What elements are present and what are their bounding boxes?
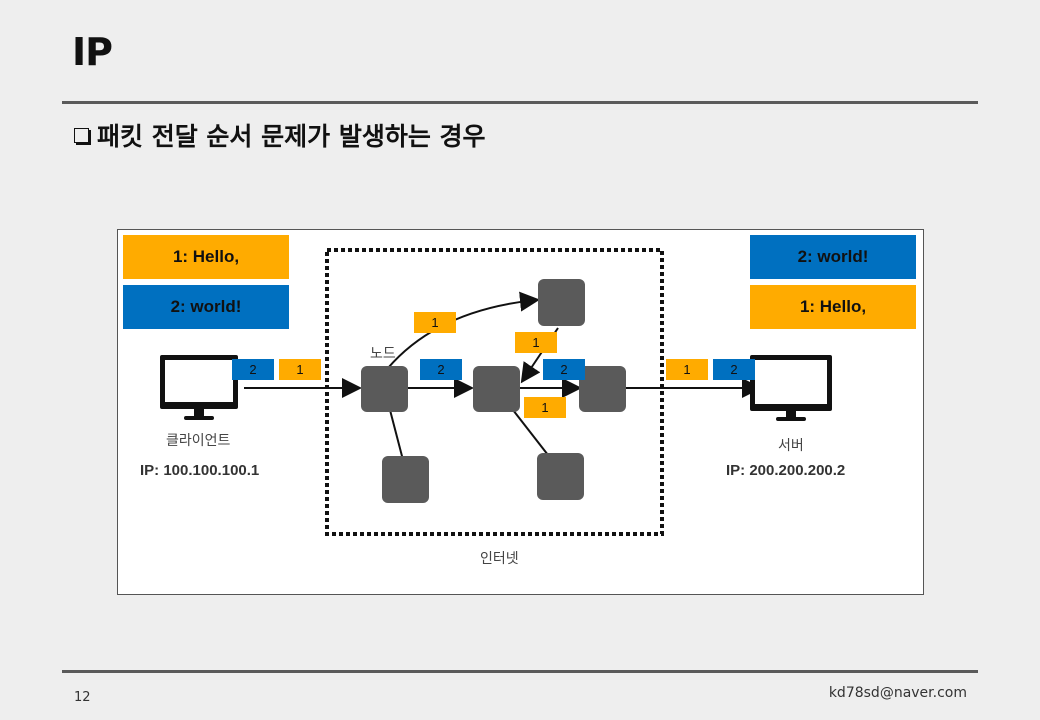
- node-label: 노드: [370, 346, 396, 362]
- packet-1-curve: 1: [414, 312, 456, 333]
- packet-2-server: 2: [713, 359, 755, 380]
- link-center-bottom-right: [512, 409, 549, 456]
- packet-1-center: 1: [524, 397, 566, 418]
- client-msg-1: 1: Hello,: [123, 235, 289, 279]
- internet-boundary: [325, 248, 664, 536]
- slide-title: IP: [72, 30, 113, 74]
- packet-1-top: 1: [515, 332, 557, 353]
- server-monitor-icon: [750, 355, 834, 423]
- router-node-bottom-right: [537, 453, 584, 500]
- packet-2-client: 2: [232, 359, 274, 380]
- network-diagram: 1: Hello, 2: world! 2: world! 1: Hello, …: [117, 229, 924, 595]
- title-divider: [62, 101, 978, 104]
- client-monitor-icon: [160, 355, 244, 423]
- server-msg-2: 2: world!: [750, 235, 916, 279]
- author-email: kd78sd@naver.com: [828, 685, 967, 701]
- subtitle-text: 패킷 전달 순서 문제가 발생하는 경우: [97, 122, 486, 151]
- router-node-bottom-left: [382, 456, 429, 503]
- packet-1-server: 1: [666, 359, 708, 380]
- router-node-top: [538, 279, 585, 326]
- footer-divider: [62, 670, 978, 673]
- internet-label: 인터넷: [480, 551, 519, 567]
- packet-1-client: 1: [279, 359, 321, 380]
- checkbox-bullet-icon: [74, 128, 89, 143]
- server-label: 서버: [778, 438, 804, 454]
- router-node-entry: [361, 366, 408, 412]
- packet-2-center: 2: [543, 359, 585, 380]
- link-node-bottom-left: [389, 409, 404, 461]
- client-label: 클라이언트: [166, 433, 231, 449]
- router-node-exit: [579, 366, 626, 412]
- server-msg-1: 1: Hello,: [750, 285, 916, 329]
- server-ip: IP: 200.200.200.2: [726, 462, 846, 479]
- page-number: 12: [74, 690, 91, 705]
- link-node-top: [387, 291, 540, 369]
- packet-2-node: 2: [420, 359, 462, 380]
- router-node-center: [473, 366, 520, 412]
- slide-subtitle: 패킷 전달 순서 문제가 발생하는 경우: [74, 117, 486, 153]
- client-ip: IP: 100.100.100.1: [140, 462, 260, 479]
- client-msg-2: 2: world!: [123, 285, 289, 329]
